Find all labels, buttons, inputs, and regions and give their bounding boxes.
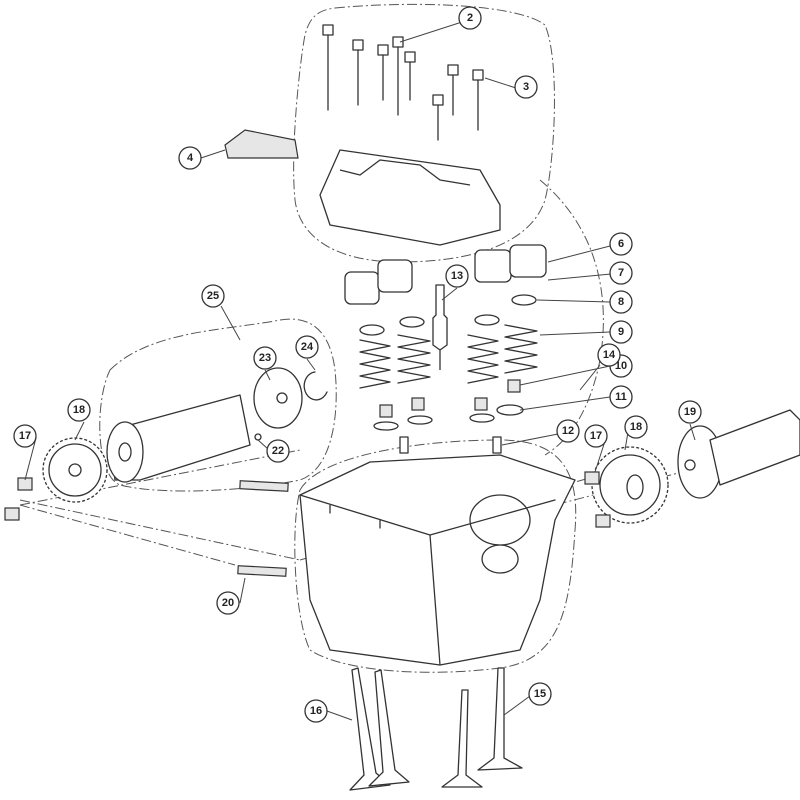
callout-15: 15 (528, 682, 552, 706)
cylinder-head-detail (299, 494, 556, 666)
callout-13: 13 (445, 264, 469, 288)
svg-text:17: 17 (19, 430, 31, 442)
svg-text:18: 18 (73, 404, 85, 416)
svg-text:22: 22 (272, 445, 284, 457)
callout-23: 23 (253, 346, 277, 370)
head-group-outline (294, 439, 577, 673)
svg-text:16: 16 (310, 705, 322, 717)
left-camshaft (4, 367, 328, 521)
callout-18-right: 18 (624, 415, 648, 439)
svg-text:11: 11 (615, 391, 627, 403)
callout-7: 7 (609, 261, 633, 285)
callout-2: 2 (458, 6, 482, 30)
callout-19: 19 (678, 400, 702, 424)
svg-text:3: 3 (523, 81, 529, 93)
valves (349, 667, 523, 791)
cam-axis-line (19, 449, 691, 566)
stud-bolt (237, 565, 287, 577)
callout-17-left: 17 (13, 424, 37, 448)
callout-24: 24 (295, 335, 319, 359)
leader-lines (24, 21, 696, 721)
svg-text:9: 9 (618, 326, 624, 338)
callout-8: 8 (609, 290, 633, 314)
right-camshaft (584, 409, 800, 528)
svg-text:2: 2 (467, 12, 473, 24)
callout-11: 11 (609, 385, 633, 409)
callout-22: 22 (266, 439, 290, 463)
callout-9: 9 (609, 320, 633, 344)
svg-text:25: 25 (207, 290, 219, 302)
svg-text:10: 10 (615, 360, 627, 372)
svg-text:15: 15 (534, 688, 546, 700)
callout-6: 6 (609, 232, 633, 256)
callout-3: 3 (514, 75, 538, 99)
camcap-group-outline (293, 3, 555, 263)
svg-text:24: 24 (301, 341, 314, 353)
callout-16: 16 (304, 699, 328, 723)
valve-springs (359, 294, 538, 431)
chain-guide (224, 129, 299, 159)
callout-25: 25 (201, 284, 225, 308)
svg-text:8: 8 (618, 296, 624, 308)
svg-text:17: 17 (590, 430, 602, 442)
callout-12: 12 (556, 419, 580, 443)
svg-text:7: 7 (618, 267, 624, 279)
svg-text:20: 20 (222, 597, 234, 609)
svg-text:6: 6 (618, 238, 624, 250)
valve-tappets (344, 244, 547, 305)
svg-text:19: 19 (684, 406, 696, 418)
dowel-pin (492, 436, 502, 454)
callout-17-right: 17 (584, 424, 608, 448)
camshaft-group-outline (99, 318, 337, 492)
callout-18-left: 18 (67, 398, 91, 422)
group-14-leader (539, 179, 604, 456)
stud-bolt (239, 480, 289, 492)
svg-text:23: 23 (259, 352, 271, 364)
callout-20: 20 (216, 591, 240, 615)
camshaft-cap (319, 149, 501, 246)
callout-14: 14 (597, 343, 621, 367)
svg-text:14: 14 (603, 349, 616, 361)
cylinder-head (299, 454, 576, 666)
callout-4: 4 (178, 146, 202, 170)
svg-text:12: 12 (562, 425, 574, 437)
dowel-pin (399, 436, 409, 454)
svg-text:18: 18 (630, 421, 642, 433)
svg-text:4: 4 (187, 152, 194, 164)
spark-plug (432, 284, 448, 370)
svg-text:13: 13 (451, 270, 463, 282)
cam-cap-bolts (322, 24, 484, 141)
